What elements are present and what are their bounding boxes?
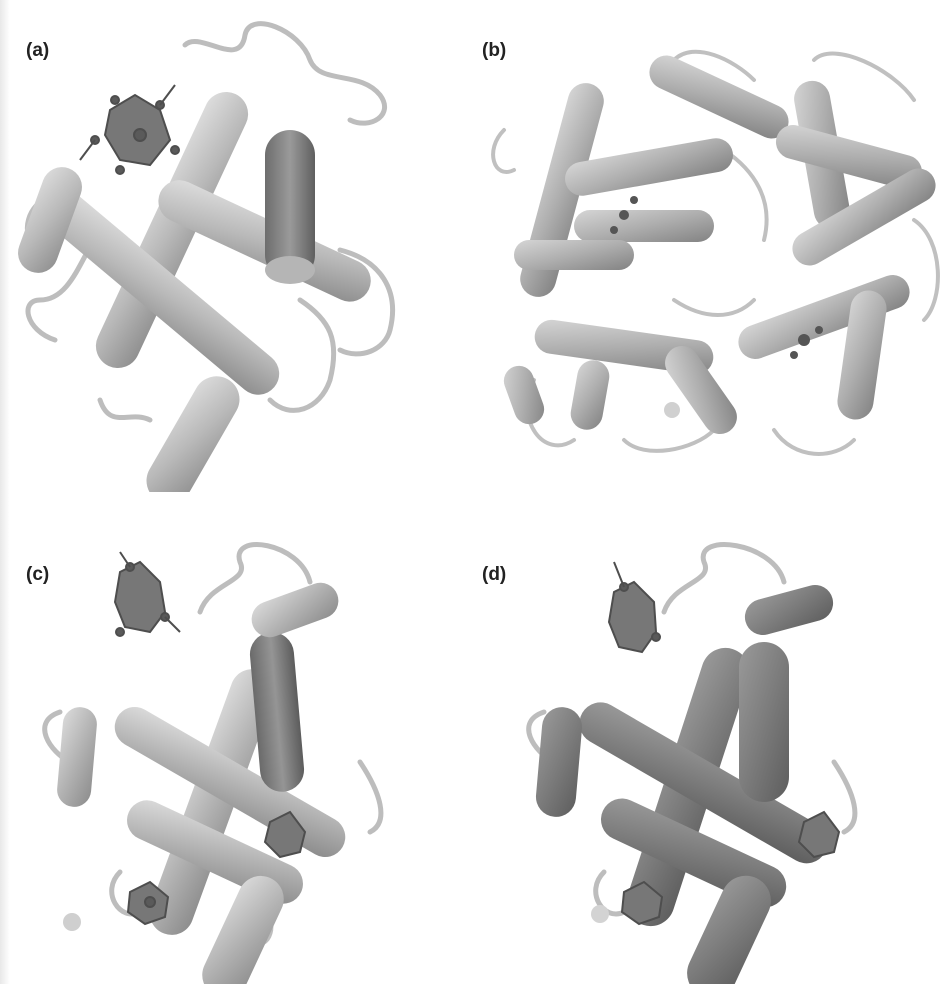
metal-ion <box>591 905 609 923</box>
heme-group <box>80 85 179 174</box>
protein-structure-d <box>474 492 948 984</box>
panel-d: (d) <box>474 492 948 984</box>
panel-a-label: (a) <box>26 40 49 62</box>
panel-c: (c) <box>0 492 474 984</box>
helix-cylinders <box>534 581 837 984</box>
panel-d-label: (d) <box>482 564 506 586</box>
helix-cylinders <box>500 50 942 441</box>
panel-b: (b) <box>474 0 948 492</box>
panel-b-label: (b) <box>482 40 506 62</box>
metal-ion <box>664 402 680 418</box>
protein-structure-c <box>0 492 474 984</box>
metal-ion <box>63 913 81 931</box>
panel-c-label: (c) <box>26 564 49 586</box>
protein-structure-a <box>0 0 474 492</box>
helix-cylinders <box>56 578 353 984</box>
panel-a: (a) <box>0 0 474 492</box>
protein-structure-b <box>474 0 948 492</box>
